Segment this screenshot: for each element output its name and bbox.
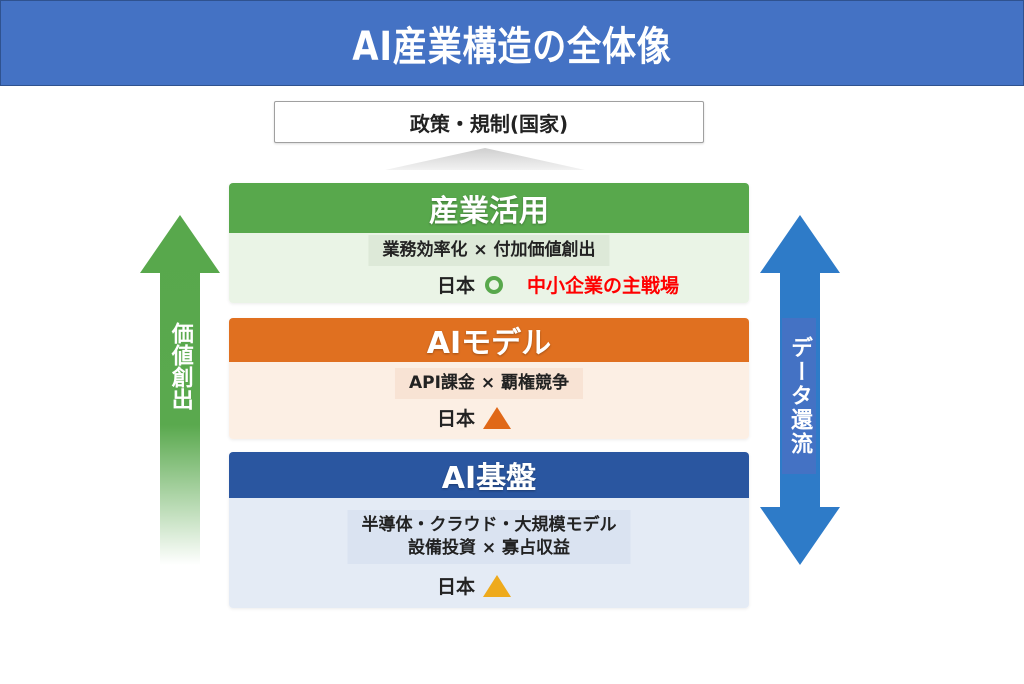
layer-description: 半導体・クラウド・大規模モデル 設備投資 × 寡占収益 — [347, 510, 631, 564]
layer-heading: AIモデル — [229, 318, 749, 362]
layer-ai-model: AIモデル API課金 × 覇権競争 日本 — [229, 318, 749, 439]
layer-body: 半導体・クラウド・大規模モデル 設備投資 × 寡占収益 日本 — [229, 498, 749, 608]
circle-icon — [485, 275, 504, 294]
description-line-1: 半導体・クラウド・大規模モデル — [361, 515, 617, 535]
title-bar: AI産業構造の全体像 — [0, 0, 1024, 86]
layer-heading: 産業活用 — [229, 183, 749, 233]
japan-rating: 日本 中小企業の主戦場 — [437, 271, 679, 298]
rating-label: 日本 — [437, 408, 476, 430]
layer-description: API課金 × 覇権競争 — [394, 368, 584, 399]
data-return-label: データ還流 — [782, 318, 816, 474]
japan-rating: 日本 — [437, 572, 512, 599]
layer-ai-infrastructure: AI基盤 半導体・クラウド・大規模モデル 設備投資 × 寡占収益 日本 — [229, 452, 749, 608]
triangle-icon — [483, 574, 512, 597]
rating-label: 日本 — [437, 576, 476, 598]
layer-description: 業務効率化 × 付加価値創出 — [368, 235, 610, 266]
policy-box: 政策・規制(国家) — [274, 101, 704, 143]
layer-industry-application: 産業活用 業務効率化 × 付加価値創出 日本 中小企業の主戦場 — [229, 183, 749, 303]
arrow-up-icon — [140, 215, 220, 565]
layer-body: API課金 × 覇権競争 日本 — [229, 362, 749, 439]
layer-heading: AI基盤 — [229, 452, 749, 498]
layer-body: 業務効率化 × 付加価値創出 日本 中小企業の主戦場 — [229, 233, 749, 303]
description-line-2: 設備投資 × 寡占収益 — [407, 537, 571, 558]
japan-rating: 日本 — [437, 404, 512, 431]
triangle-icon — [483, 406, 512, 429]
policy-roof-shape — [385, 148, 585, 170]
highlight-text: 中小企業の主戦場 — [527, 275, 680, 297]
rating-label: 日本 — [437, 275, 476, 297]
page-title: AI産業構造の全体像 — [352, 24, 672, 70]
value-creation-label: 価値創出 — [167, 322, 193, 410]
